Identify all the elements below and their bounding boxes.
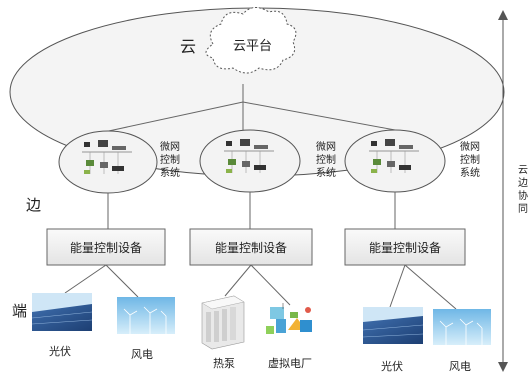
- cloud-platform: 云平台: [205, 7, 297, 74]
- end-item-label: 光伏: [49, 344, 71, 358]
- device-label: 能量控制设备: [369, 241, 441, 255]
- collaboration-arrow: [498, 10, 508, 372]
- edge-layer-label: 边: [26, 196, 41, 214]
- cloud-to-edge-connectors: [103, 84, 396, 133]
- edge-system-label: 系统: [160, 166, 180, 179]
- wind-turbine-icon: [433, 309, 491, 345]
- edge-system-label: 系统: [460, 166, 480, 179]
- device-label: 能量控制设备: [70, 241, 142, 255]
- wind-turbine-icon: [117, 297, 175, 334]
- device-to-end-connectors: [64, 264, 457, 310]
- edge-system-3: 微网 控制 系统: [344, 129, 483, 193]
- edge-system-label: 微网: [460, 140, 480, 153]
- edge-system-label: 微网: [160, 140, 180, 153]
- end-item-label: 风电: [131, 348, 153, 361]
- solar-panel-icon: [31, 293, 93, 331]
- device-label: 能量控制设备: [215, 241, 287, 255]
- energy-control-device-1: 能量控制设备: [46, 228, 166, 266]
- end-item-label: 光伏: [381, 359, 403, 373]
- edge-system-2: 微网 控制 系统: [199, 129, 339, 193]
- microgrid-schematic-icon: [369, 139, 419, 173]
- heat-pump-icon: [201, 295, 245, 350]
- svg-text:微网 控制 系统: 微网 控制 系统: [160, 140, 183, 179]
- microgrid-schematic-icon: [82, 140, 132, 174]
- edge-to-device-connectors: [107, 192, 396, 229]
- side-label: 云 边 协 同: [518, 165, 531, 215]
- edge-system-label: 系统: [316, 166, 336, 179]
- svg-text:微网 控制 系统: 微网 控制 系统: [460, 140, 483, 179]
- svg-text:微网 控制 系统: 微网 控制 系统: [316, 140, 339, 179]
- edge-system-label: 微网: [316, 140, 336, 153]
- energy-control-device-2: 能量控制设备: [189, 228, 313, 266]
- edge-system-label: 控制: [460, 153, 480, 166]
- edge-system-label: 控制: [316, 153, 336, 166]
- end-item-label: 风电: [449, 360, 471, 373]
- cloud-layer-label: 云: [180, 37, 196, 56]
- end-item-label: 虚拟电厂: [268, 356, 312, 370]
- energy-control-device-3: 能量控制设备: [344, 228, 466, 266]
- microgrid-schematic-icon: [224, 139, 274, 173]
- end-item-label: 热泵: [213, 357, 235, 370]
- end-layer-label: 端: [12, 302, 27, 320]
- edge-system-label: 控制: [160, 153, 180, 166]
- solar-panel-icon: [362, 307, 424, 344]
- cloud-platform-label: 云平台: [233, 39, 272, 54]
- virtual-power-plant-icon: [266, 303, 312, 334]
